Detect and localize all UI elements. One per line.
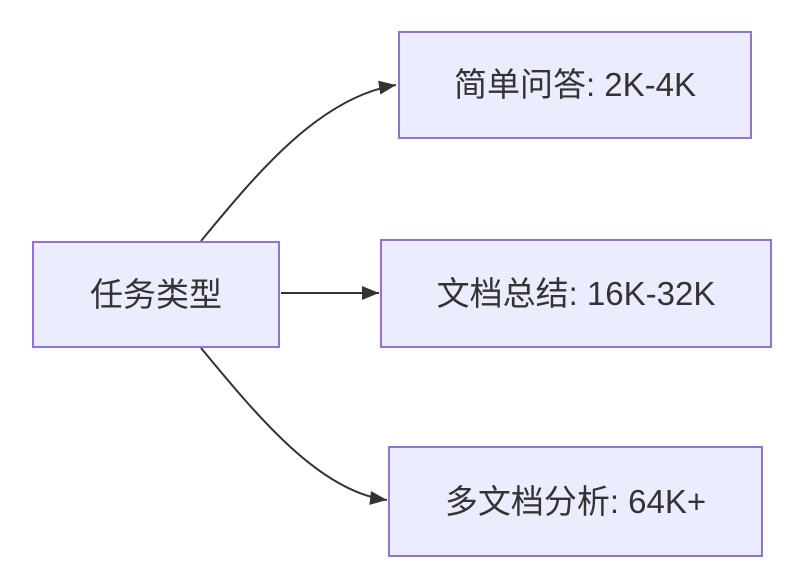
node-simple-qa: 简单问答: 2K-4K — [398, 31, 752, 139]
node-task-type: 任务类型 — [32, 241, 280, 348]
node-multi-doc-analysis-label: 多文档分析: 64K+ — [444, 482, 707, 520]
node-doc-summary-label: 文档总结: 16K-32K — [436, 274, 716, 312]
node-doc-summary: 文档总结: 16K-32K — [380, 239, 772, 348]
node-simple-qa-label: 简单问答: 2K-4K — [453, 66, 697, 104]
edge-task-type-to-simple-qa — [200, 80, 397, 242]
node-multi-doc-analysis: 多文档分析: 64K+ — [388, 446, 763, 557]
edge-task-type-to-multi-doc-analysis — [200, 347, 388, 505]
node-task-type-label: 任务类型 — [90, 275, 222, 313]
